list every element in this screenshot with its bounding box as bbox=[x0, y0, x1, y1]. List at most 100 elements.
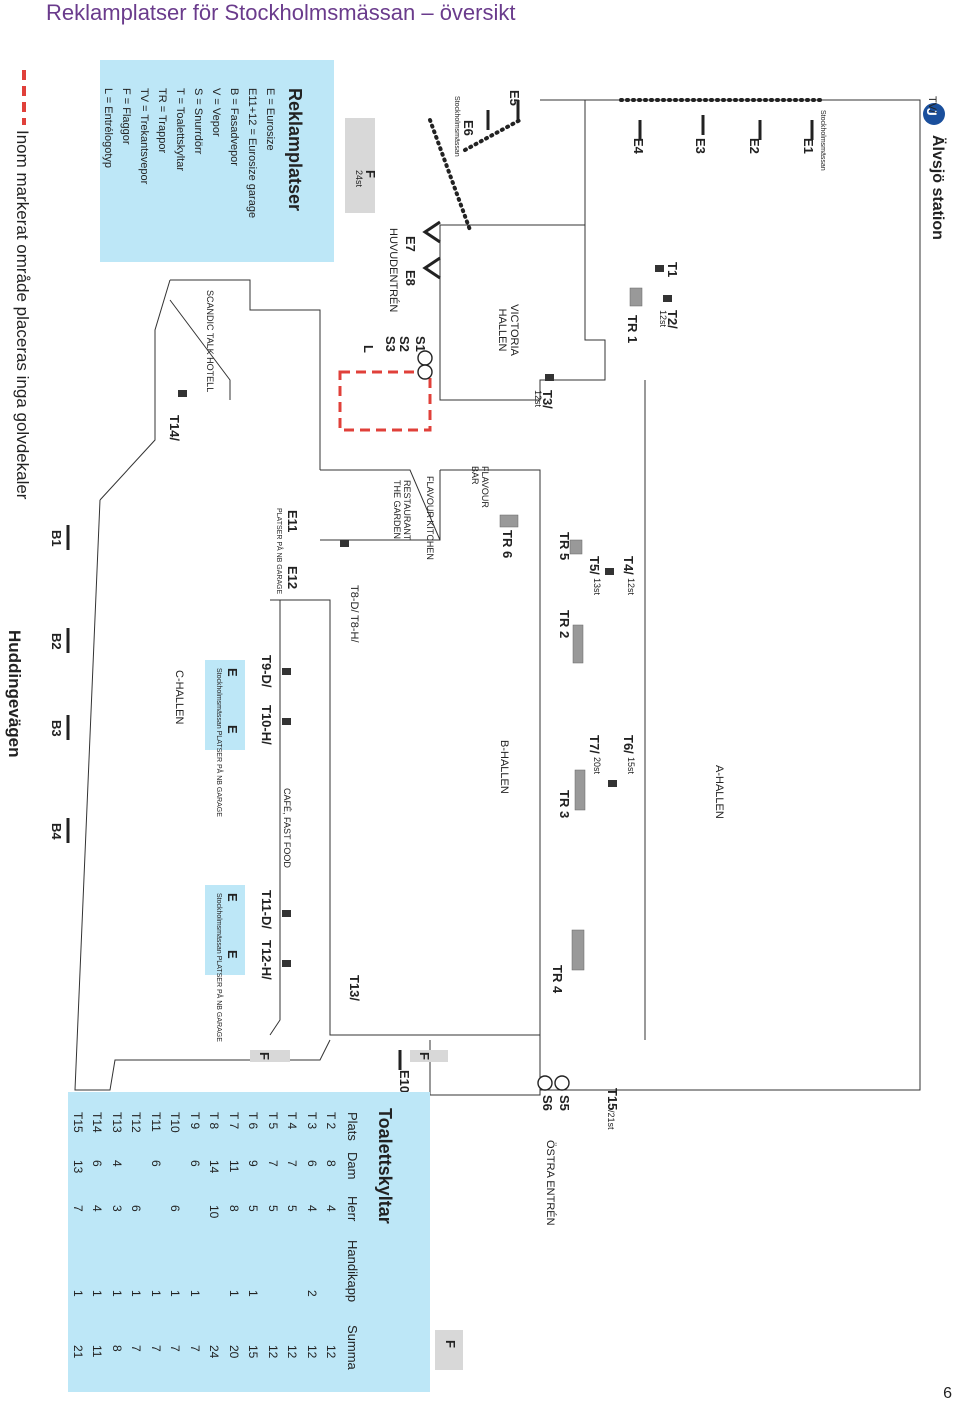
sign-t14: T14/ bbox=[167, 415, 182, 442]
door-s1: S1 bbox=[413, 336, 428, 352]
e11-garage: PLATSER PÅ NB GARAGE bbox=[275, 508, 282, 595]
street-name: Huddingevägen bbox=[5, 630, 24, 758]
stair-tr5: TR 5 bbox=[557, 532, 572, 561]
toilet-cell-herr: 5 bbox=[265, 1205, 280, 1212]
sign-t15: T15 bbox=[605, 1088, 620, 1111]
sign-e7: E7 bbox=[403, 236, 418, 252]
toilet-cell-dam: 13 bbox=[70, 1160, 85, 1174]
sign-e10: E10 bbox=[397, 1070, 412, 1094]
facade-b2: B2 bbox=[49, 633, 64, 650]
stair-tr3: TR 3 bbox=[557, 790, 572, 819]
toilet-cell-summa: 12 bbox=[324, 1345, 338, 1359]
legend-item: L = Entrélogotyp bbox=[102, 88, 114, 169]
flag-block bbox=[345, 118, 375, 213]
t15-count: /21st bbox=[606, 1110, 616, 1130]
toilet-cell-herr: 5 bbox=[246, 1205, 260, 1212]
toilet-cell-dam: 6 bbox=[148, 1160, 163, 1167]
hall-b: B-HALLEN bbox=[498, 740, 510, 794]
sign-t8d: T8-D/ bbox=[348, 585, 360, 613]
toilet-cell-dam: 7 bbox=[285, 1160, 299, 1167]
flag-f: F bbox=[363, 170, 378, 178]
sign-t8h: T8-H/ bbox=[348, 615, 360, 643]
toilet-cell-plats: T 6 bbox=[246, 1112, 260, 1130]
toilet-cell-plats: T13 bbox=[109, 1112, 124, 1133]
stair-tr2: TR 2 bbox=[557, 610, 572, 639]
toilet-cell-plats: T 5 bbox=[265, 1112, 280, 1130]
station-name: Älvsjö station bbox=[929, 135, 946, 240]
flag-f: F bbox=[443, 1340, 458, 1348]
page-title: Reklamplatser för Stockholmsmässan – öve… bbox=[46, 0, 516, 25]
sign-t1: T1 bbox=[665, 262, 680, 278]
legend-item: S = Snurrdörr bbox=[192, 88, 204, 155]
toilet-cell-herr: 6 bbox=[129, 1205, 143, 1212]
sign-t6: T6/ bbox=[621, 735, 636, 754]
toilet-cell-handikapp: 1 bbox=[168, 1290, 182, 1297]
door-s3: S3 bbox=[383, 336, 398, 352]
flag-block bbox=[250, 1050, 290, 1062]
toilet-cell-handikapp: 1 bbox=[226, 1290, 241, 1297]
e1-location: Stockholmsmässan bbox=[819, 110, 826, 171]
sign-e4: E4 bbox=[631, 138, 646, 154]
toilet-cell-plats: T 4 bbox=[285, 1112, 299, 1130]
toilet-cell-herr: 4 bbox=[90, 1205, 104, 1212]
garage-e-box bbox=[205, 885, 245, 975]
toilet-col-herr: Herr bbox=[345, 1196, 360, 1222]
toilet-cell-handikapp: 1 bbox=[148, 1290, 163, 1297]
stair-tr4: TR 4 bbox=[550, 965, 565, 994]
toilet-cell-summa: 7 bbox=[129, 1345, 143, 1352]
toilet-cell-dam: 7 bbox=[265, 1160, 280, 1167]
toilet-cell-dam: 9 bbox=[246, 1160, 260, 1167]
toilet-cell-handikapp: 1 bbox=[70, 1290, 85, 1297]
legend-item: E11+12 = Eurosize garage bbox=[246, 88, 258, 219]
toilet-cell-plats: T 7 bbox=[226, 1112, 241, 1130]
flag-block bbox=[410, 1050, 448, 1062]
sign-t9d: T9-D/ bbox=[259, 655, 274, 688]
sign-e1: E1 bbox=[801, 138, 816, 154]
toilet-table-panel bbox=[68, 1092, 430, 1392]
t4-count: 12st bbox=[626, 578, 636, 596]
page-number: 6 bbox=[943, 1385, 952, 1402]
toilet-cell-dam: 6 bbox=[304, 1160, 319, 1167]
toilet-cell-handikapp: 1 bbox=[246, 1290, 260, 1297]
sign-t12h: T12-H/ bbox=[259, 940, 274, 980]
toilet-col-summa: Summa bbox=[345, 1325, 360, 1370]
legend-item: TV = Trekantsvepor bbox=[138, 88, 150, 185]
sign-t7: T7/ bbox=[587, 735, 602, 754]
toilet-cell-handikapp: 1 bbox=[129, 1290, 143, 1297]
toilet-cell-plats: T 9 bbox=[187, 1112, 202, 1130]
sign-e: E bbox=[225, 893, 240, 902]
toilet-cell-summa: 15 bbox=[246, 1345, 260, 1359]
t7-count: 20st bbox=[592, 757, 602, 775]
sign-e11: E11 bbox=[285, 510, 300, 533]
facade-b1: B1 bbox=[49, 530, 64, 547]
toilet-cell-herr: 4 bbox=[304, 1205, 319, 1212]
toilet-cell-handikapp: 2 bbox=[304, 1290, 319, 1297]
toilet-cell-handikapp: 1 bbox=[90, 1290, 104, 1297]
main-entrance-label: HUVUDENTRÉN bbox=[387, 228, 399, 313]
toilet-cell-dam: 6 bbox=[187, 1160, 202, 1167]
toilet-cell-herr: 7 bbox=[70, 1205, 85, 1212]
toilet-cell-handikapp: 1 bbox=[109, 1290, 124, 1297]
toilet-table-title: Toalettskyltar bbox=[375, 1108, 395, 1224]
t2-count: 12st bbox=[658, 310, 668, 328]
toilet-cell-summa: 8 bbox=[109, 1345, 124, 1352]
toilet-cell-summa: 12 bbox=[285, 1345, 299, 1359]
legend-item: TR = Trappor bbox=[156, 88, 168, 154]
door-s2: S2 bbox=[397, 336, 412, 352]
toilet-cell-plats: T10 bbox=[168, 1112, 182, 1133]
sign-e12: E12 bbox=[285, 566, 300, 590]
stair-tr1: TR 1 bbox=[625, 315, 640, 344]
sign-e8: E8 bbox=[403, 270, 418, 286]
sign-t13: T13/ bbox=[347, 975, 362, 1002]
footnote: Inom markerat område placeras inga golvd… bbox=[13, 130, 32, 500]
legend-item: T = Toalettskyltar bbox=[174, 88, 186, 172]
door-s6: S6 bbox=[540, 1095, 555, 1111]
legend-title: Reklamplatser bbox=[285, 88, 305, 212]
entrance-logo-l: L bbox=[361, 345, 376, 353]
hall-victoria: VICTORIA HALLEN bbox=[496, 304, 520, 356]
toilet-cell-dam: 11 bbox=[226, 1160, 241, 1173]
sign-t5: T5/ bbox=[587, 556, 602, 575]
toilet-cell-plats: T 2 bbox=[324, 1112, 338, 1130]
toilet-cell-summa: 7 bbox=[168, 1345, 182, 1352]
